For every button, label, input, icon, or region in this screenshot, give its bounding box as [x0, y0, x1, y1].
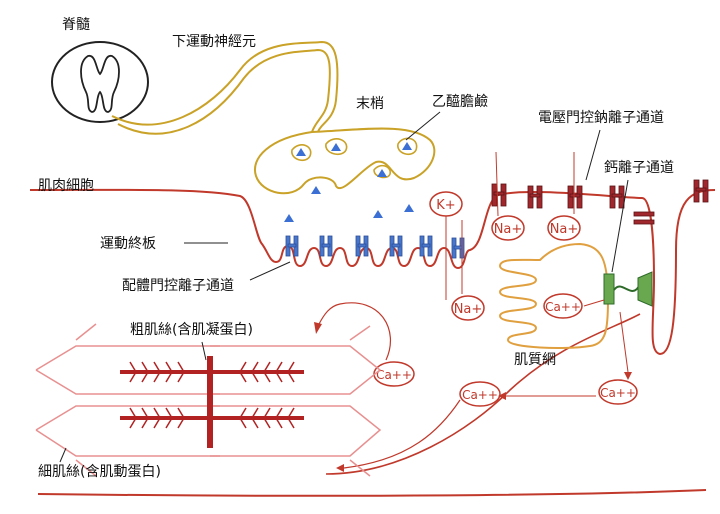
na-flow-line-1	[495, 151, 499, 217]
ion-ca-2: Ca++	[598, 379, 638, 405]
synaptic-vesicles	[291, 137, 418, 179]
ion-na-2-text: Na+	[550, 222, 579, 237]
spinal-cord-label: 脊髓	[62, 17, 90, 33]
ca-down-arrow	[343, 399, 461, 469]
acetylcholine-label: 乙醯膽鹼	[432, 93, 488, 110]
ligand-channel-pointer	[249, 261, 291, 281]
ion-k-text: K+	[436, 198, 455, 213]
ion-ca-4: Ca++	[373, 361, 415, 387]
thin-filaments	[35, 323, 382, 477]
voltage-na-channels	[491, 179, 709, 225]
thin-filament-pointer	[59, 447, 67, 463]
thick-filament-pointer	[201, 341, 207, 361]
voltage-channel-label: 電壓門控鈉離子通道	[538, 109, 664, 126]
calcium-channel-pointer	[611, 179, 629, 273]
ion-na-3: Na+	[451, 295, 485, 321]
ion-k: K+	[429, 191, 463, 217]
ion-ca-4-text: Ca++	[376, 368, 412, 382]
calcium-release-channel	[603, 271, 653, 307]
calcium-channel-label: 鈣離子通道	[604, 159, 674, 176]
ca-arrowhead-2	[624, 372, 632, 380]
ca-return-arrowhead	[314, 322, 322, 334]
ion-ca-3: Ca++	[459, 381, 501, 407]
ion-ca-3-text: Ca++	[462, 388, 498, 402]
ca-down-arrowhead	[336, 464, 344, 472]
thick-filament-label: 粗肌絲(含肌凝蛋白)	[130, 322, 253, 338]
spinal-cord	[51, 41, 149, 123]
ion-ca-1: Ca++	[543, 293, 583, 319]
muscle-cell-label: 肌肉細胞	[38, 178, 94, 194]
ligand-gated-channels	[285, 235, 465, 259]
lower-membrane	[37, 489, 707, 497]
ion-ca-1-text: Ca++	[545, 300, 581, 314]
ligand-channel-label: 配體門控離子通道	[122, 277, 234, 294]
ion-na-2: Na+	[547, 215, 581, 241]
ca-return-arrow	[317, 302, 391, 361]
thick-filaments	[120, 356, 304, 448]
ion-na-3-text: Na+	[454, 302, 483, 317]
acetylcholine-pointer	[405, 111, 441, 141]
ca-arrowhead-3	[498, 392, 506, 400]
thin-filament-label: 細肌絲(含肌動蛋白)	[38, 464, 161, 480]
inner-membrane-curve	[325, 313, 641, 475]
ion-na-1-text: Na+	[494, 222, 523, 237]
voltage-channel-pointer	[585, 129, 601, 181]
motor-neuron-label: 下運動神經元	[172, 34, 256, 50]
motor-neuron-axon	[111, 40, 339, 135]
ion-na-1: Na+	[491, 215, 525, 241]
ca-flow-line-1	[583, 299, 605, 307]
ion-ca-2-text: Ca++	[600, 386, 636, 400]
terminal-label: 末梢	[356, 96, 384, 112]
end-plate-label: 運動終板	[100, 236, 156, 252]
sr-label: 肌質網	[514, 352, 556, 368]
ca-flow-line-2	[619, 311, 629, 373]
acetylcholine-molecules	[284, 142, 414, 222]
